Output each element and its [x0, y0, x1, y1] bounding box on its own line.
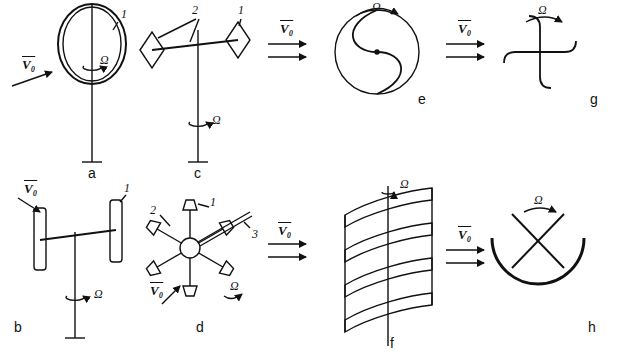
panel-letter: b	[14, 320, 22, 334]
callout-number: 1	[124, 182, 130, 194]
callout-number: 1	[210, 196, 216, 208]
callout-number: 2	[192, 4, 198, 16]
callout-number: 1	[238, 4, 244, 16]
callout-number: 3	[252, 228, 258, 240]
panel-letter: d	[196, 320, 204, 334]
panel-letter: g	[590, 92, 598, 106]
rotation-symbol: Ω	[538, 4, 547, 16]
rotation-symbol: Ω	[100, 54, 109, 66]
wind-velocity-symbol: V₀	[22, 58, 35, 71]
wind-velocity-symbol: V₀	[280, 22, 293, 35]
wind-velocity-symbol: V₀	[278, 224, 291, 237]
rotation-symbol: Ω	[400, 178, 409, 190]
wind-velocity-symbol: V₀	[458, 22, 471, 35]
wind-velocity-symbol: V₀	[24, 182, 37, 195]
wind-velocity-symbol: V₀	[458, 228, 471, 241]
panel-letter: f	[390, 336, 394, 350]
panel-letter: c	[194, 166, 201, 180]
callout-number: 1	[121, 8, 127, 20]
panel-letter: h	[588, 320, 596, 334]
panel-letter: e	[418, 92, 426, 106]
panel-letter: a	[88, 166, 96, 180]
rotation-symbol: Ω	[94, 288, 103, 300]
rotation-symbol: Ω	[212, 114, 221, 126]
wind-velocity-symbol: V₀	[150, 284, 163, 297]
rotation-symbol: Ω	[534, 194, 543, 206]
callout-number: 2	[150, 204, 156, 216]
rotation-symbol: Ω	[372, 1, 381, 13]
rotation-symbol: Ω	[230, 280, 239, 292]
